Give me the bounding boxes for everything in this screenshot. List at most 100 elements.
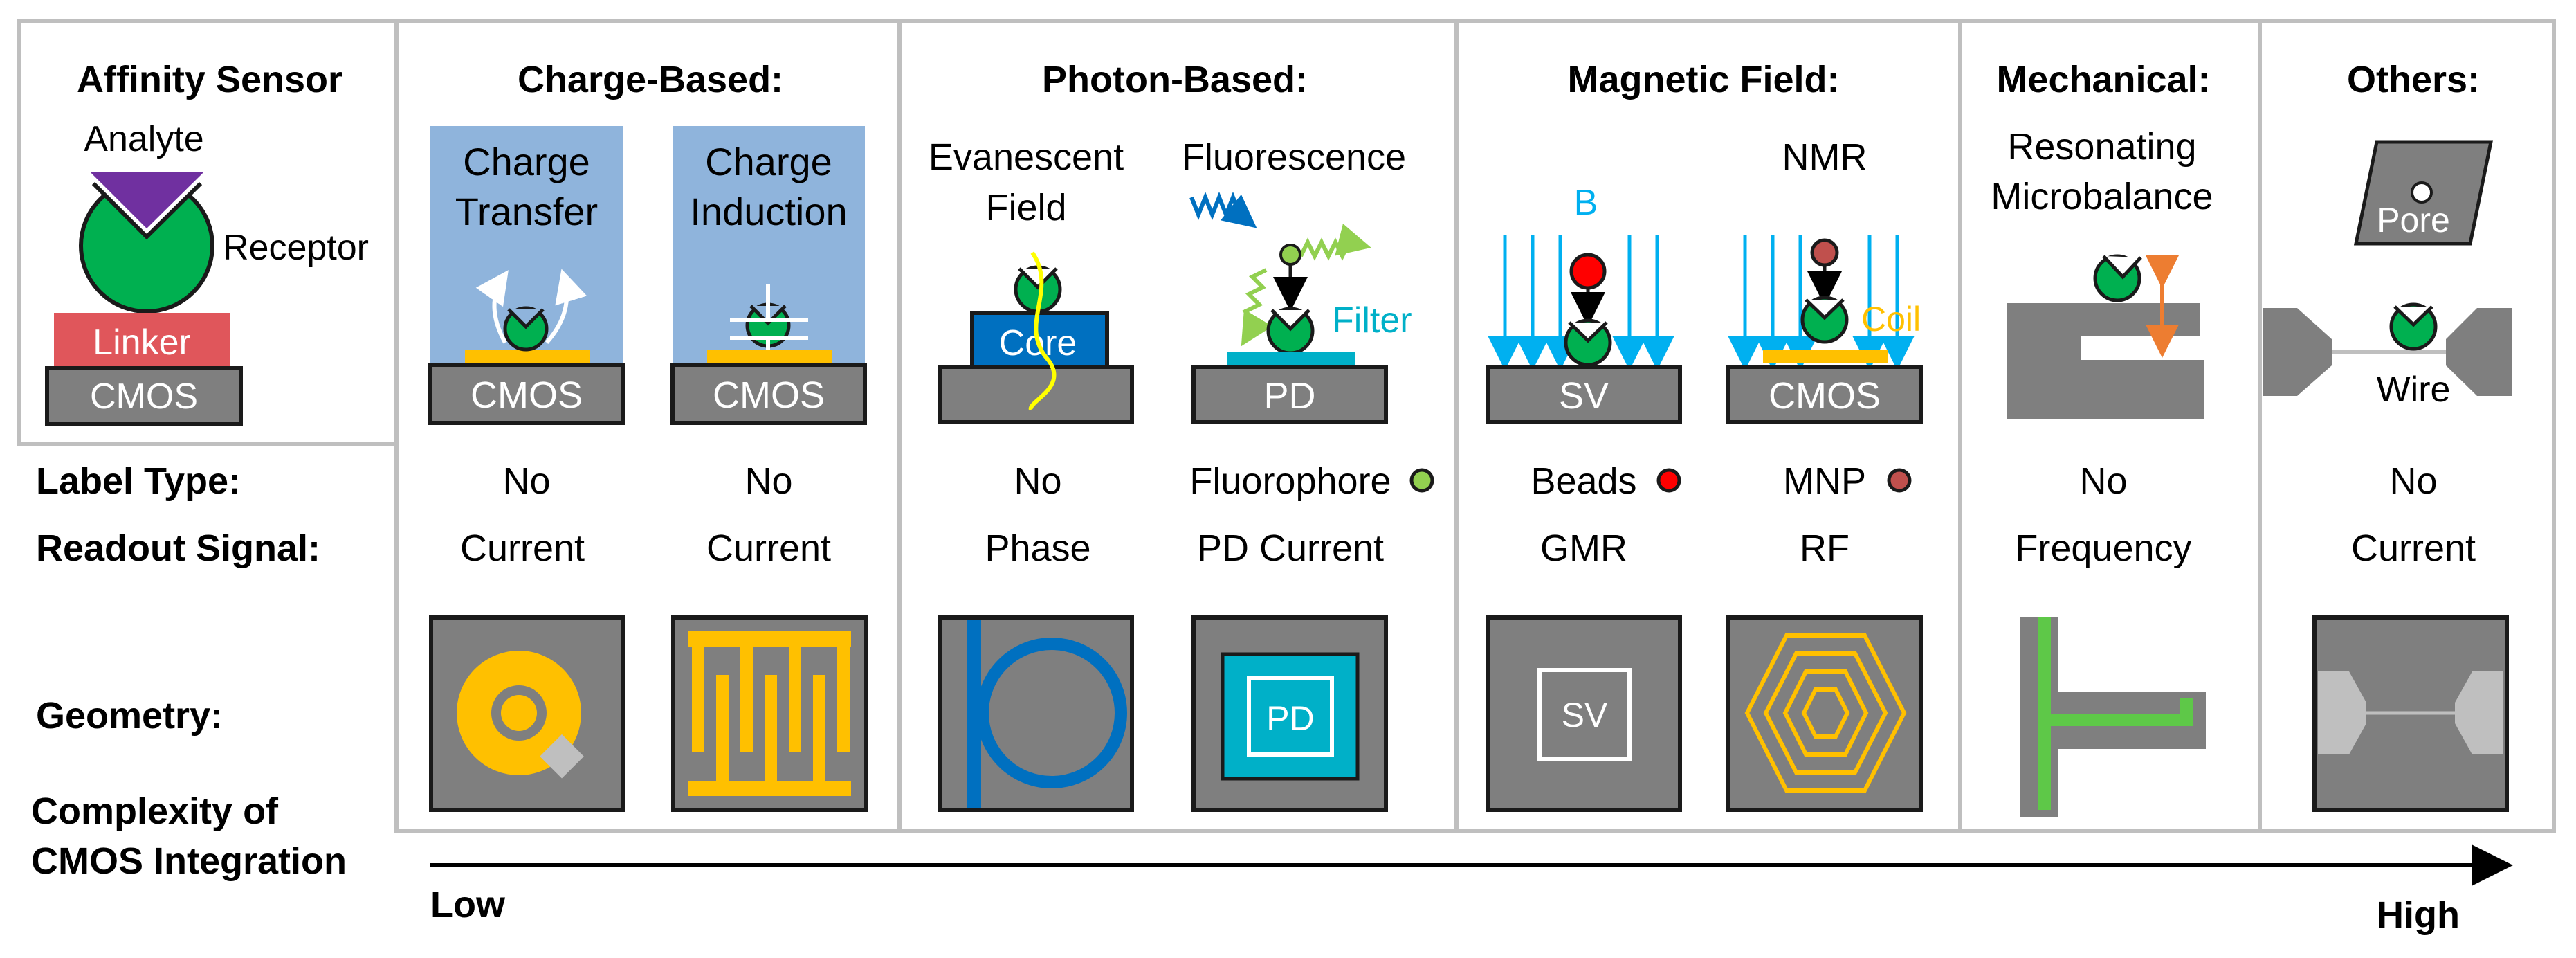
linker-block — [54, 313, 230, 368]
geometry-fluorescence: PD — [1191, 615, 1388, 812]
cantilever-structure — [2007, 303, 2204, 419]
readout-charge-induction: Current — [706, 527, 831, 569]
mechanical-sensor: Resonating Microbalance — [1991, 126, 2213, 419]
label-type-row: No No No Fluorophore Beads MNP No No — [502, 460, 2437, 502]
row-labels: Label Type: Readout Signal: Geometry: Co… — [31, 460, 347, 882]
evanescent-line1: Evanescent — [929, 136, 1124, 178]
spin-valve-label: SV — [1559, 375, 1609, 417]
cantilever-trace — [2038, 617, 2193, 810]
complexity-axis: Low High — [430, 844, 2513, 936]
optical-filter — [1227, 352, 1355, 367]
label-fluorescence: Fluorophore — [1189, 460, 1391, 502]
readout-row: Current Current Phase PD Current GMR RF … — [460, 527, 2476, 569]
panel-borders — [17, 19, 2556, 833]
photodiode-base — [1191, 365, 1388, 424]
label-gmr: Beads — [1531, 460, 1636, 502]
charge-induction-sensor: Charge Induction CMOS — [670, 126, 867, 425]
mnp-icon — [1810, 238, 1839, 267]
magnetic-title: Magnetic Field: — [1567, 59, 1839, 100]
affinity-cmos-label: CMOS — [90, 377, 198, 417]
substrate — [938, 365, 1134, 424]
charge-transfer-line1: Charge — [463, 140, 590, 183]
charge-transfer-cmos-label: CMOS — [471, 374, 583, 416]
complexity-heading-line1: Complexity of — [31, 790, 279, 832]
label-charge-induction: No — [745, 460, 792, 502]
magnetic-bead-icon — [1569, 253, 1607, 290]
bead-dot-icon — [1656, 468, 1681, 493]
charge-induction-line1: Charge — [705, 140, 832, 183]
mechanical-line2: Microbalance — [1991, 176, 2213, 217]
geometry-heading: Geometry: — [36, 695, 223, 736]
nmr-cmos-base — [1726, 365, 1923, 424]
pore-label: Pore — [2377, 201, 2450, 240]
photodiode-label: PD — [1263, 375, 1315, 417]
nmr-title: NMR — [1782, 136, 1867, 178]
sv-square — [1537, 668, 1632, 761]
photon-title: Photon-Based: — [1042, 59, 1308, 100]
readout-gmr: GMR — [1540, 527, 1627, 569]
evanescent-line2: Field — [985, 187, 1066, 228]
others-title: Others: — [2347, 59, 2480, 100]
nmr-sensor: NMR Coil CMOS — [1726, 136, 1923, 424]
charge-induction-cmos-label: CMOS — [713, 374, 825, 416]
affinity-sensor-panel: Affinity Sensor Analyte Receptor Linker … — [45, 59, 369, 426]
geometry-others — [2312, 615, 2509, 812]
label-others: No — [2389, 460, 2437, 502]
nanowire-pad-right — [2455, 671, 2503, 754]
spin-valve-base — [1486, 365, 1682, 424]
others-panel-border — [2258, 19, 2556, 833]
affinity-cmos-block — [45, 366, 243, 426]
readout-fluorescence: PD Current — [1197, 527, 1384, 569]
complexity-heading-line2: CMOS Integration — [31, 840, 347, 882]
geometry-sv-label: SV — [1562, 696, 1608, 734]
magnetic-field-label: B — [1574, 183, 1598, 223]
coil-hex-3 — [1782, 669, 1869, 757]
charge-induction-line2: Induction — [690, 190, 847, 233]
label-evanescent: No — [1014, 460, 1061, 502]
readout-nmr: RF — [1800, 527, 1849, 569]
charge-transfer-sensor: Charge Transfer CMOS — [428, 126, 625, 425]
receptor-label: Receptor — [223, 228, 369, 268]
analyte-label: Analyte — [84, 119, 203, 159]
readout-others: Current — [2351, 527, 2476, 569]
emission-wave-down — [1241, 268, 1273, 347]
coil-label: Coil — [1861, 300, 1921, 338]
charge-induction-cmos — [670, 363, 867, 425]
geometry-gmr: SV — [1486, 615, 1682, 812]
interdigitated-electrode-top — [688, 631, 851, 647]
mechanical-title: Mechanical: — [1996, 59, 2210, 100]
field-lines — [1728, 235, 1915, 370]
readout-charge-transfer: Current — [460, 527, 585, 569]
geometry-pd-label: PD — [1266, 699, 1314, 738]
affinity-title: Affinity Sensor — [77, 59, 342, 100]
mechanical-line1: Resonating — [2007, 126, 2196, 168]
filter-label: Filter — [1332, 300, 1412, 341]
coil-hex-2 — [1763, 651, 1888, 775]
fluorescence-sensor: Fluorescence Filter PD — [1182, 136, 1412, 424]
readout-signal-heading: Readout Signal: — [36, 527, 320, 569]
pd-square — [1247, 676, 1334, 757]
geometry-evanescent — [938, 615, 1134, 812]
readout-evanescent: Phase — [985, 527, 1090, 569]
filter-square — [1221, 652, 1360, 781]
nanowire-pad-left — [2318, 671, 2366, 754]
ring-electrode — [457, 651, 581, 775]
linker-label: Linker — [93, 323, 191, 363]
axis-low-label: Low — [430, 884, 506, 925]
axis-high-label: High — [2377, 894, 2460, 936]
wire-label: Wire — [2377, 370, 2451, 410]
coil-hex-4 — [1801, 687, 1850, 739]
nanowire-pads — [2263, 308, 2512, 396]
evanescent-sensor: Evanescent Field Core — [929, 136, 1134, 424]
emission-wave-right — [1299, 223, 1371, 261]
fluorescence-title: Fluorescence — [1182, 136, 1406, 178]
label-mechanical: No — [2079, 460, 2127, 502]
fluorophore-dot-icon — [1409, 468, 1434, 493]
ring-resonator — [976, 638, 1127, 788]
label-charge-transfer: No — [502, 460, 550, 502]
excitation-wave — [1189, 191, 1257, 228]
geometry-mechanical — [2020, 617, 2206, 817]
coil — [1763, 350, 1888, 363]
geometry-row: PD SV — [429, 615, 2509, 817]
